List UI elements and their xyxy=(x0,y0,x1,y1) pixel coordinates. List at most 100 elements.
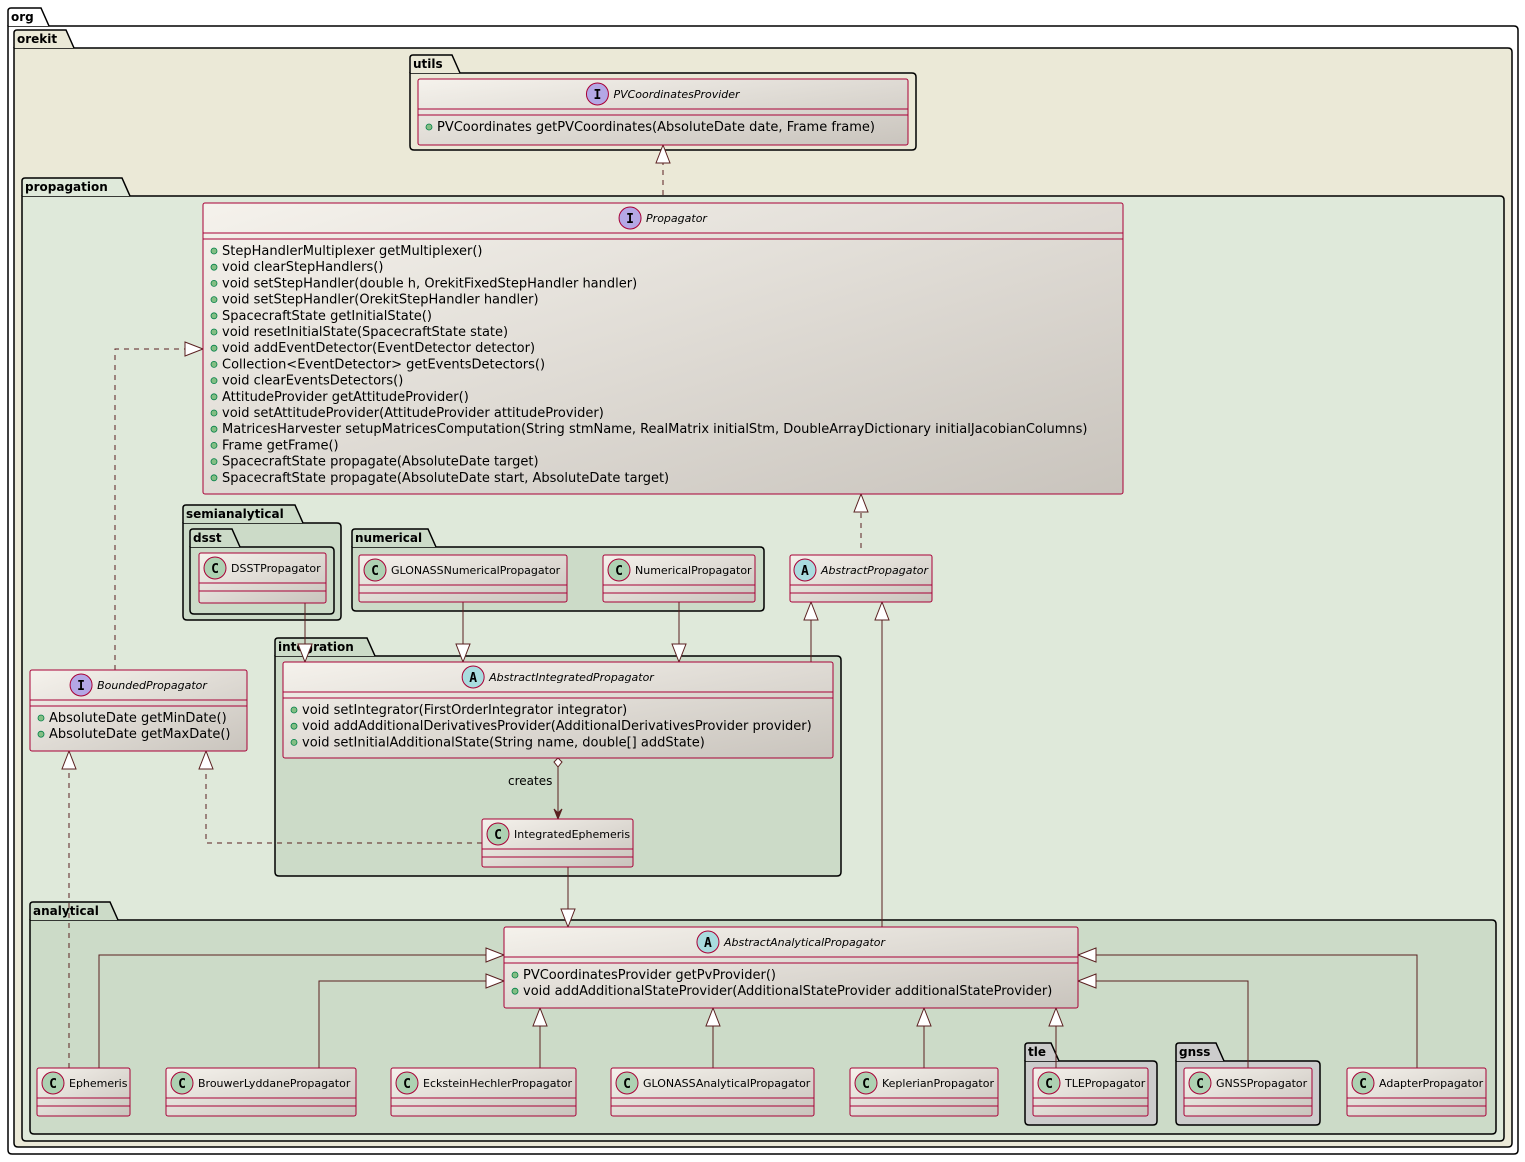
public-visibility-icon xyxy=(37,730,45,738)
package-label-orekit: orekit xyxy=(17,32,57,46)
stereotype-c-icon: C xyxy=(363,558,387,582)
class-name-keplerianpropagator: KeplerianPropagator xyxy=(882,1077,994,1090)
public-visibility-icon xyxy=(290,739,298,746)
edge-eckstein-extends-analytical xyxy=(532,1006,548,1068)
member-propagator-3: void setStepHandler(OrekitStepHandler ha… xyxy=(222,293,539,308)
edge-glonassanalytical-extends-analytical xyxy=(705,1006,721,1068)
member-propagator-10: void setAttitudeProvider(AttitudeProvide… xyxy=(222,406,604,421)
class-name-numericalpropagator: NumericalPropagator xyxy=(635,564,752,577)
class-name-abstractintegratedpropagator: AbstractIntegratedPropagator xyxy=(488,671,655,684)
public-visibility-icon xyxy=(210,312,218,320)
edge-glonassnum-extends-integrated xyxy=(455,602,471,664)
public-visibility-icon xyxy=(210,279,218,287)
edge-integratedephemeris-extends-analytical xyxy=(560,867,576,929)
class-name-integratedephemeris: IntegratedEphemeris xyxy=(514,828,630,841)
creates-label: creates xyxy=(508,774,552,788)
stereotype-c-icon: C xyxy=(1351,1071,1375,1095)
public-visibility-icon xyxy=(210,425,218,433)
public-visibility-icon xyxy=(210,441,218,449)
class-glonassnumericalpropagator[interactable]: GLONASSNumericalPropagator C xyxy=(358,554,568,603)
svg-text:A: A xyxy=(704,936,712,951)
svg-text:C: C xyxy=(623,1077,631,1092)
stereotype-a-icon: A xyxy=(793,558,817,582)
stereotype-c-icon: C xyxy=(486,822,510,846)
package-label-utils: utils xyxy=(413,57,443,71)
stereotype-c-icon: C xyxy=(395,1071,419,1095)
class-name-propagator: Propagator xyxy=(646,212,708,225)
member-abstractintegratedpropagator-1: void addAdditionalDerivativesProvider(Ad… xyxy=(302,719,812,734)
class-ecksteinhechlerpropagator[interactable]: EcksteinHechlerPropagator C xyxy=(390,1067,577,1117)
class-abstractanalyticalpropagator[interactable]: AbstractAnalyticalPropagatorAPVCoordinat… xyxy=(503,926,1079,1009)
stereotype-c-icon: C xyxy=(615,1071,639,1095)
edge-analytical-extends-abstractpropagator xyxy=(874,600,890,927)
edge-ephemeris-realizes-bounded xyxy=(61,749,77,1068)
class-gnsspropagator[interactable]: GNSSPropagator C xyxy=(1183,1067,1313,1117)
edge-integrated-extends-abstractpropagator xyxy=(803,600,819,662)
stereotype-c-icon: C xyxy=(607,558,631,582)
public-visibility-icon xyxy=(37,714,45,722)
class-numericalpropagator[interactable]: NumericalPropagator C xyxy=(602,554,756,603)
svg-text:C: C xyxy=(1196,1077,1204,1092)
public-visibility-icon xyxy=(210,263,218,271)
edge-propagator-realizes-pvcoordinatesprovider xyxy=(655,143,671,195)
svg-text:C: C xyxy=(49,1077,57,1092)
class-name-pvcoordinatesprovider: PVCoordinatesProvider xyxy=(613,88,741,101)
class-name-adapterpropagator: AdapterPropagator xyxy=(1379,1077,1484,1090)
stereotype-c-icon: C xyxy=(1188,1071,1212,1095)
class-keplerianpropagator[interactable]: KeplerianPropagator C xyxy=(849,1067,999,1117)
package-label-numerical: numerical xyxy=(355,531,422,545)
class-name-ecksteinhechlerpropagator: EcksteinHechlerPropagator xyxy=(423,1077,573,1090)
package-label-tle: tle xyxy=(1028,1045,1046,1059)
edge-gnss-extends-analytical xyxy=(1076,973,1249,1068)
class-name-abstractanalyticalpropagator: AbstractAnalyticalPropagator xyxy=(723,936,887,949)
public-visibility-icon xyxy=(210,247,218,255)
svg-text:C: C xyxy=(494,828,502,843)
edge-abstractpropagator-realizes-propagator xyxy=(853,492,869,548)
stereotype-i-icon: I xyxy=(69,673,93,697)
package-label-analytical: analytical xyxy=(33,904,99,918)
class-name-brouwerlyddanepropagator: BrouwerLyddanePropagator xyxy=(198,1077,351,1090)
package-label-integration: integration xyxy=(278,640,354,654)
stereotype-a-icon: A xyxy=(461,665,485,689)
public-visibility-icon xyxy=(210,474,218,482)
svg-text:I: I xyxy=(594,88,602,103)
public-visibility-icon xyxy=(210,344,218,352)
class-brouwerlyddanepropagator[interactable]: BrouwerLyddanePropagator C xyxy=(165,1067,357,1117)
stereotype-c-icon: C xyxy=(170,1071,194,1095)
member-propagator-4: SpacecraftState getInitialState() xyxy=(222,309,432,324)
class-adapterpropagator[interactable]: AdapterPropagator C xyxy=(1346,1067,1487,1117)
svg-text:C: C xyxy=(862,1077,870,1092)
stereotype-c-icon: C xyxy=(854,1071,878,1095)
package-label-semianalytical: semianalytical xyxy=(186,507,284,521)
package-label-org: org xyxy=(11,10,34,24)
class-name-glonassnumericalpropagator: GLONASSNumericalPropagator xyxy=(391,564,561,577)
member-propagator-1: void clearStepHandlers() xyxy=(222,260,383,275)
public-visibility-icon xyxy=(290,722,298,730)
member-propagator-8: void clearEventsDetectors() xyxy=(222,374,403,389)
class-name-gnsspropagator: GNSSPropagator xyxy=(1216,1077,1308,1090)
member-abstractintegratedpropagator-2: void setInitialAdditionalState(String na… xyxy=(302,735,705,750)
public-visibility-icon xyxy=(210,328,218,336)
package-label-propagation: propagation xyxy=(25,180,108,194)
stereotype-c-icon: C xyxy=(1037,1071,1061,1095)
svg-text:C: C xyxy=(615,564,623,579)
member-propagator-14: SpacecraftState propagate(AbsoluteDate s… xyxy=(222,471,669,486)
class-name-dsstpropagator: DSSTPropagator xyxy=(231,562,321,575)
member-propagator-11: MatricesHarvester setupMatricesComputati… xyxy=(222,422,1087,437)
class-integratedephemeris[interactable]: IntegratedEphemeris C xyxy=(481,818,634,868)
edge-integratedephemeris-realizes-bounded xyxy=(198,749,482,844)
public-visibility-icon xyxy=(210,458,218,466)
class-name-boundedpropagator: BoundedPropagator xyxy=(97,679,208,692)
member-propagator-5: void resetInitialState(SpacecraftState s… xyxy=(222,325,508,340)
